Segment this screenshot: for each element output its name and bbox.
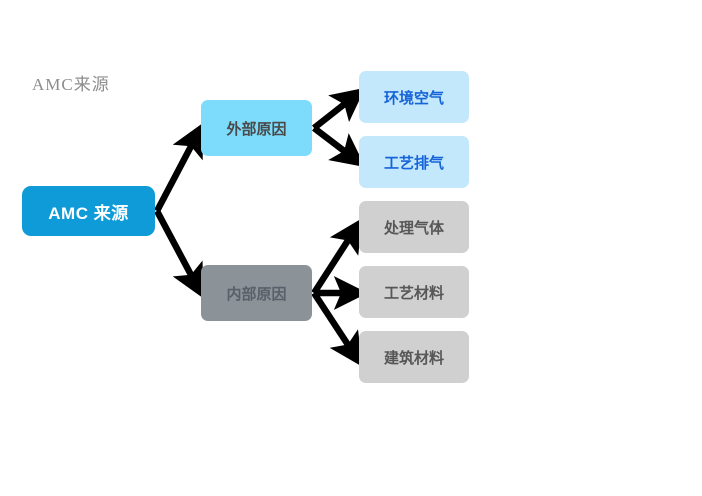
connector-root-to-internal [154,209,204,299]
node-ambient-air[interactable]: 环境空气 [359,71,469,123]
node-process-exhaust[interactable]: 工艺排气 [359,136,469,188]
node-label-process-exhaust: 工艺排气 [383,154,444,172]
node-label-construction-material: 建筑材料 [383,349,444,367]
node-process-gas[interactable]: 处理气体 [359,201,469,253]
node-label-process-material: 工艺材料 [383,284,444,302]
connector-external-to-process-exhaust [312,125,366,168]
node-label-amc-source: AMC 来源 [48,203,129,223]
page-title: AMC来源 [32,75,110,94]
node-label-ambient-air: 环境空气 [383,89,444,107]
node-process-material[interactable]: 工艺材料 [359,266,469,318]
node-amc-source[interactable]: AMC 来源 [22,186,155,236]
connector-internal-to-construction-material [311,291,363,367]
connector-external-to-ambient-air [311,87,366,131]
node-label-external-causes: 外部原因 [226,120,287,138]
node-label-internal-causes: 内部原因 [226,285,287,303]
connector-root-to-external [154,122,204,213]
node-construction-material[interactable]: 建筑材料 [359,331,469,383]
node-label-process-gas: 处理气体 [383,219,444,237]
connector-internal-to-process-gas [311,218,363,295]
node-internal-causes[interactable]: 内部原因 [201,265,312,321]
node-external-causes[interactable]: 外部原因 [201,100,312,156]
